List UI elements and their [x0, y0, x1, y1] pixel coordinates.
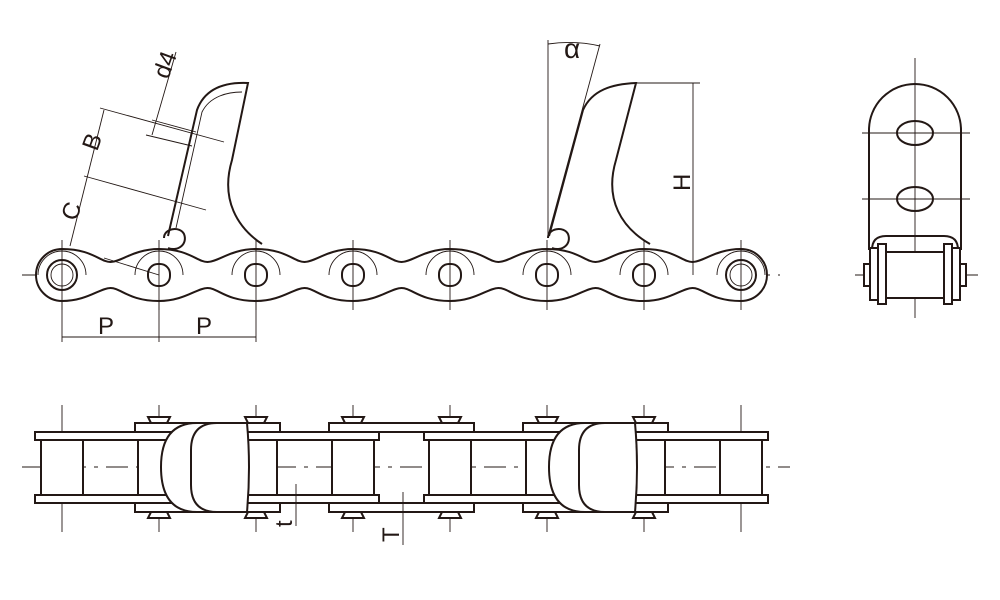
- inner-plate-top: [34, 431, 186, 441]
- pin-head: [632, 263, 656, 287]
- flight-hook-left: [163, 228, 186, 250]
- dim-label-p-right: P: [196, 313, 212, 340]
- dim-label-c: C: [56, 199, 87, 225]
- plate-right-inner: [943, 243, 953, 305]
- roller: [719, 439, 763, 496]
- flight-attachment-right: [548, 81, 651, 245]
- bushing-hole: [46, 259, 78, 291]
- flight-plan-inner: [578, 422, 606, 513]
- inner-plate-top: [617, 431, 769, 441]
- dim-arc-alpha: [547, 41, 601, 47]
- plate-end-arc: [37, 250, 87, 276]
- plate-end-arc: [522, 250, 572, 276]
- flight-plan-inner: [190, 422, 218, 513]
- inner-plate-bottom: [423, 494, 574, 504]
- dim-label-p-left: P: [98, 313, 114, 340]
- plan-view: [22, 405, 790, 545]
- pin-head: [146, 416, 172, 424]
- ext-line-b: [99, 107, 225, 143]
- inner-plate-bottom: [34, 494, 186, 504]
- dim-label-alpha: α: [564, 33, 580, 64]
- link-plate-outline: [35, 247, 768, 303]
- bushing-hole: [725, 259, 757, 291]
- pin-head: [631, 511, 657, 519]
- pin-head: [535, 263, 559, 287]
- plate-left-inner: [877, 243, 887, 305]
- dim-label-d4: d4: [148, 48, 183, 82]
- end-plate-outline: [868, 83, 962, 250]
- pin-head: [631, 416, 657, 424]
- inner-plate-top: [229, 431, 380, 441]
- flight-attachment-left: [167, 81, 263, 245]
- inner-plate-bottom: [229, 494, 380, 504]
- pin-head: [340, 511, 366, 519]
- end-view: [855, 58, 978, 318]
- dim-label-b: B: [77, 130, 108, 154]
- pin-head: [534, 416, 560, 424]
- plate-right-outer: [951, 247, 961, 301]
- pin-head: [341, 263, 365, 287]
- bushing-inner: [729, 263, 753, 287]
- ext-line-d4b: [145, 134, 193, 147]
- outer-plate-top: [328, 422, 475, 433]
- plate-end-arc: [619, 250, 669, 276]
- plate-end-arc: [328, 250, 378, 276]
- pin-head: [437, 416, 463, 424]
- roller-end: [885, 251, 945, 299]
- pin-end-right: [959, 263, 967, 287]
- ext-line-c: [83, 175, 207, 211]
- plate-end-arc: [231, 250, 281, 276]
- plate-end-arc: [134, 250, 184, 276]
- plate-end-arc: [425, 250, 475, 276]
- dim-line-cb: [69, 109, 105, 247]
- plate-end-arc: [716, 250, 766, 276]
- side-view: [22, 40, 780, 342]
- pin-head: [438, 263, 462, 287]
- pin-head: [437, 511, 463, 519]
- ext-line-alpha2: [547, 43, 601, 237]
- pin-head: [146, 511, 172, 519]
- flight-plan-outer: [547, 422, 638, 513]
- dimension-labels: P P C B d4 α H t T: [56, 33, 696, 542]
- flight-hook-right: [547, 228, 570, 250]
- pin-head: [147, 263, 171, 287]
- roller: [40, 439, 84, 496]
- dim-label-t: t: [271, 520, 298, 527]
- dim-label-h: H: [669, 174, 696, 191]
- roller: [331, 439, 375, 496]
- ext-line-c2: [103, 257, 160, 276]
- pin-end-left: [863, 263, 871, 287]
- inner-plate-bottom: [617, 494, 769, 504]
- dim-label-T: T: [378, 527, 405, 542]
- pin-head: [243, 511, 269, 519]
- pin-head: [243, 416, 269, 424]
- ext-line-d4: [151, 119, 197, 133]
- roller: [428, 439, 472, 496]
- pin-head: [340, 416, 366, 424]
- pin-head: [534, 511, 560, 519]
- flight-plan-outer: [159, 422, 250, 513]
- plate-left-outer: [869, 247, 879, 301]
- inner-plate-top: [423, 431, 574, 441]
- end-plate-bend: [871, 235, 959, 251]
- outer-plate-bottom: [328, 502, 475, 513]
- flight-inner-line-left: [175, 91, 243, 229]
- pin-head: [244, 263, 268, 287]
- bushing-inner: [50, 263, 74, 287]
